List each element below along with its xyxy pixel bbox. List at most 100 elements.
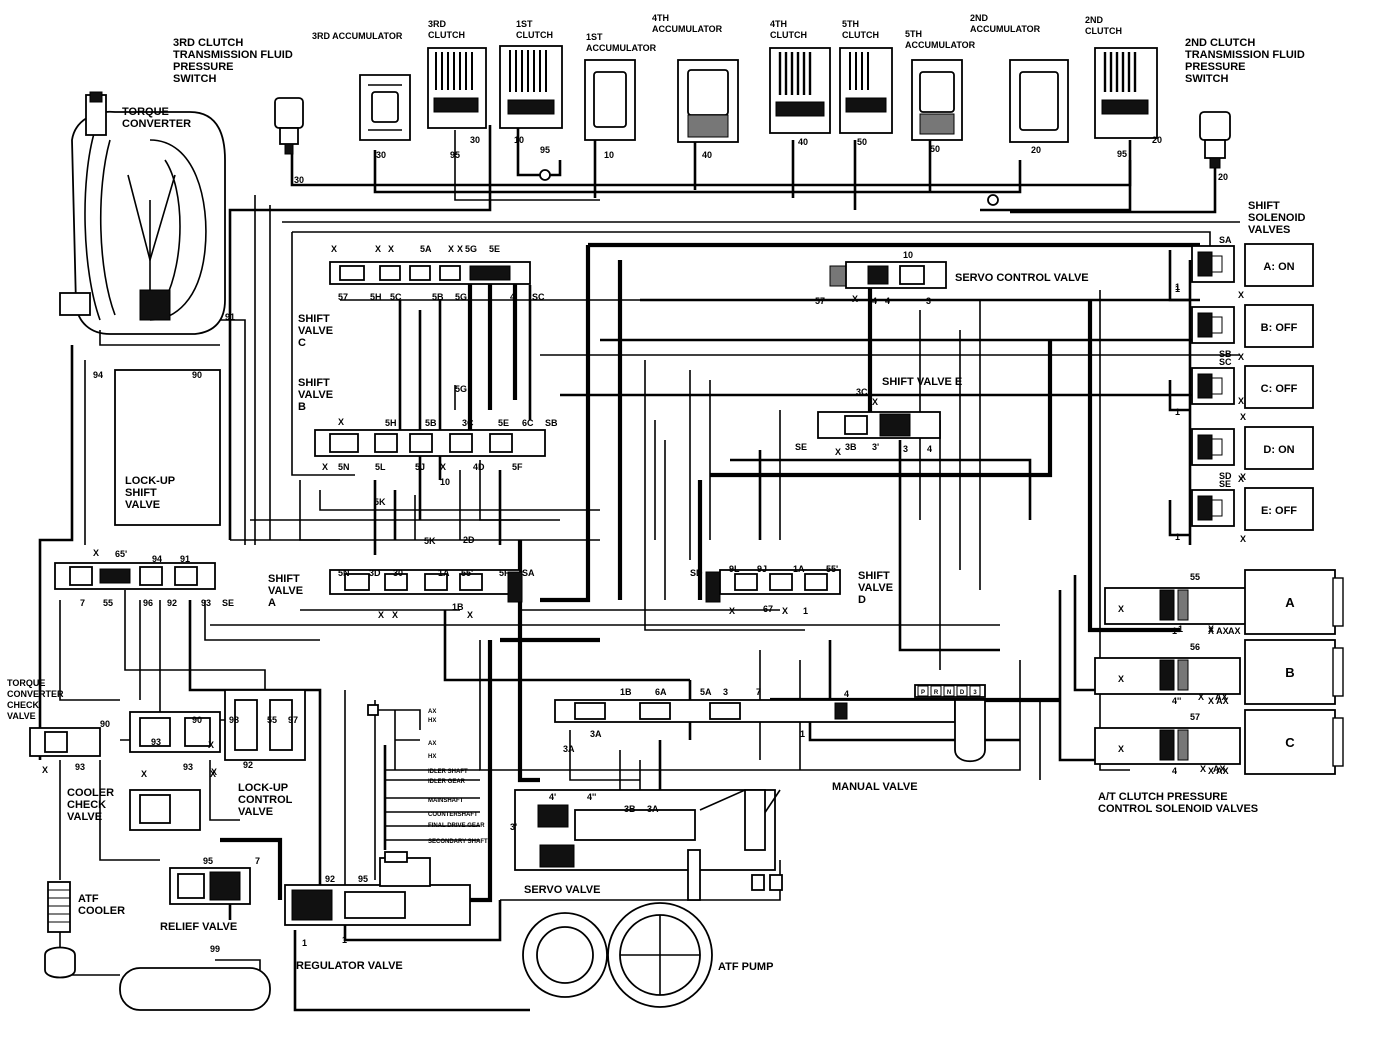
shift-solenoid-valves-label-line-1: SHIFT <box>1248 200 1280 212</box>
port-servo-4: 3A <box>647 804 659 814</box>
fifth-accumulator-label-line-2: ACCUMULATOR <box>905 40 976 50</box>
port-shift-b-6: 6C <box>522 418 534 428</box>
third-clutch-switch-label-line-1: 3RD CLUTCH <box>173 37 243 49</box>
torque-converter-label-line-1: TORQUE <box>122 106 169 118</box>
pressure-solenoid-coil <box>1159 589 1175 621</box>
second-accumulator-label-line-2: ACCUMULATOR <box>970 24 1041 34</box>
third-clutch-pressure-switch <box>274 97 304 155</box>
shift-solenoid-state-box <box>1244 487 1314 531</box>
shift-valve-e-label: SHIFT VALVE E <box>882 376 962 388</box>
shift-valve-c-label-line-3: C <box>298 337 306 349</box>
cooler-check-valve-label-line-3: VALVE <box>67 811 102 823</box>
port-shift-c-11: 5C <box>390 292 402 302</box>
pressure-solenoid-spring <box>1177 729 1189 761</box>
port-shift-a-12: 1B <box>452 602 464 612</box>
third-clutch-switch-label-line-3: PRESSURE <box>173 61 234 73</box>
port-lockup-shift-11: 94 <box>93 370 103 380</box>
shift-valve-d-body <box>705 569 841 603</box>
shift-valve-a-label-line-2: VALVE <box>268 585 303 597</box>
shift-valve-b-label-line-3: B <box>298 401 306 413</box>
shift-solenoid-state-box <box>1244 243 1314 287</box>
port-solenoid-side-17: X <box>1240 472 1246 482</box>
port-manual-3: 5A <box>700 687 712 697</box>
pressure-solenoid-ax-a: X AX <box>1208 626 1229 636</box>
port-top-ports-1: 30 <box>294 175 304 185</box>
shift-solenoid-plunger <box>1211 499 1223 517</box>
relief-valve-label: RELIEF VALVE <box>160 921 237 933</box>
pressure-solenoid-name-a: A <box>1285 595 1295 610</box>
port-servo-ctrl-6: 3 <box>926 296 931 306</box>
port-lockup-shift-10: SE <box>222 598 234 608</box>
port-lockup-shift-2: 65' <box>115 549 127 559</box>
pressure-solenoid-name-b: B <box>1285 665 1294 680</box>
fourth-accumulator-label-line-1: 4TH <box>652 13 669 23</box>
shift-solenoid-state-sd: D: ON <box>1263 444 1294 456</box>
torque-converter-check-valve-label-line-2: CONVERTER <box>7 689 64 699</box>
port-shift-d-1: SD <box>690 568 703 578</box>
fifth-accumulator-body <box>911 59 963 141</box>
port-shift-c-10: 5H <box>370 292 382 302</box>
port-servo-ctrl-1: 10 <box>903 250 913 260</box>
port-solenoid-side-7: X <box>1238 474 1244 484</box>
third-clutch-switch-label-line-2: TRANSMISSION FLUID <box>173 49 293 61</box>
shift-solenoid-port-se: SE <box>1219 479 1231 489</box>
port-shift-a-13: X <box>467 610 473 620</box>
manual-position-box <box>917 685 929 697</box>
second-clutch-label-line-1: 2ND <box>1085 15 1104 25</box>
manual-position-R: R <box>934 690 939 696</box>
port-shift-b-5: 5E <box>498 418 509 428</box>
second-accumulator-label-line-1: 2ND <box>970 13 989 23</box>
servo-valve-label: SERVO VALVE <box>524 884 600 896</box>
relief-valve-body <box>169 867 251 905</box>
port-top-ports-13: 95 <box>1117 149 1127 159</box>
manual-position-3: 3 <box>973 690 977 696</box>
pressure-solenoid-out-a: 1 <box>1172 626 1177 636</box>
port-lower-left-15: 95 <box>203 856 213 866</box>
port-lower-left-7: 93 <box>183 762 193 772</box>
second-clutch-body <box>1094 47 1158 139</box>
port-shift-d-2: 9L <box>729 564 740 574</box>
port-shift-d-7: 67 <box>763 604 773 614</box>
shift-solenoid-state-sc: C: OFF <box>1261 383 1298 395</box>
port-shift-b-3: 5B <box>425 418 437 428</box>
pressure-solenoid-port-a: 55 <box>1190 572 1200 582</box>
fifth-clutch-label-line-2: CLUTCH <box>842 30 879 40</box>
port-shift-b-11: 5J <box>415 462 425 472</box>
port-solenoid-side-11: X <box>1198 692 1204 702</box>
port-lower-left-4: 55 <box>267 715 277 725</box>
atf-cooler-label-line-2: COOLER <box>78 905 125 917</box>
shift-valve-e-body <box>817 411 941 439</box>
port-shift-c-1: X <box>331 244 337 254</box>
port-lockup-shift-9: 93 <box>201 598 211 608</box>
port-shift-d-4: 1A <box>793 564 805 574</box>
shift-solenoid-coil <box>1197 251 1213 277</box>
port-top-ports-2: 30 <box>376 150 386 160</box>
pressure-solenoid-out-b: 4'' <box>1172 696 1181 706</box>
port-shift-c-14: 4 <box>510 292 515 302</box>
port-shift-b-15: 5G <box>455 384 467 394</box>
shaft-label-10: SECONDARY SHAFT <box>428 839 488 845</box>
pressure-solenoid-actuator <box>1244 709 1336 775</box>
pressure-solenoid-actuator <box>1244 569 1336 635</box>
lock-up-control-valve-label-line-3: VALVE <box>238 806 273 818</box>
shaft-label-1: AX <box>428 709 436 715</box>
port-servo-5: 3' <box>510 822 517 832</box>
port-lower-left-16: 7 <box>255 856 260 866</box>
manual-position-box <box>956 685 968 697</box>
port-solenoid-side-13: X <box>1200 764 1206 774</box>
port-top-ports-15: 20 <box>1218 172 1228 182</box>
port-shift-e-3: SE <box>795 442 807 452</box>
fourth-accumulator-body <box>677 59 739 143</box>
third-clutch-label-line-1: 3RD <box>428 19 447 29</box>
port-shift-c-8: 5E <box>489 244 500 254</box>
atf-cooler-group <box>44 881 271 1011</box>
port-shift-a-8: 5F <box>499 568 510 578</box>
port-shift-c-3: X <box>388 244 394 254</box>
port-shift-c-12: 5B <box>432 292 444 302</box>
at-clutch-pressure-solenoids-label-line-2: CONTROL SOLENOID VALVES <box>1098 803 1258 815</box>
port-shift-d-5: 55' <box>826 564 838 574</box>
port-shift-c-5: X <box>448 244 454 254</box>
pressure-solenoid-x-b: X <box>1118 674 1124 684</box>
